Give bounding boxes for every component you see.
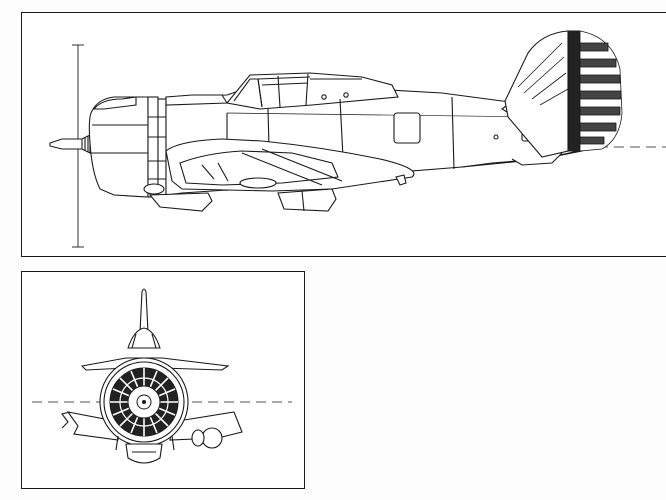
- spinner: [49, 134, 91, 154]
- front-elevation-panel: [21, 271, 305, 489]
- rudder-blue-band: [567, 30, 581, 152]
- landing-gear-fairing: [148, 192, 213, 212]
- wing-blister: [143, 183, 165, 195]
- side-elevation-panel: [21, 12, 666, 257]
- front-elevation-drawing: [32, 288, 292, 464]
- vertical-fin: [504, 30, 569, 158]
- access-hatch: [393, 112, 421, 144]
- canopy: [225, 72, 399, 110]
- engine-cowling: [88, 96, 149, 198]
- rudder-stripes: [579, 30, 623, 152]
- front-fin: [139, 288, 149, 333]
- radial-engine: [109, 367, 179, 437]
- side-elevation-drawing: [49, 30, 666, 248]
